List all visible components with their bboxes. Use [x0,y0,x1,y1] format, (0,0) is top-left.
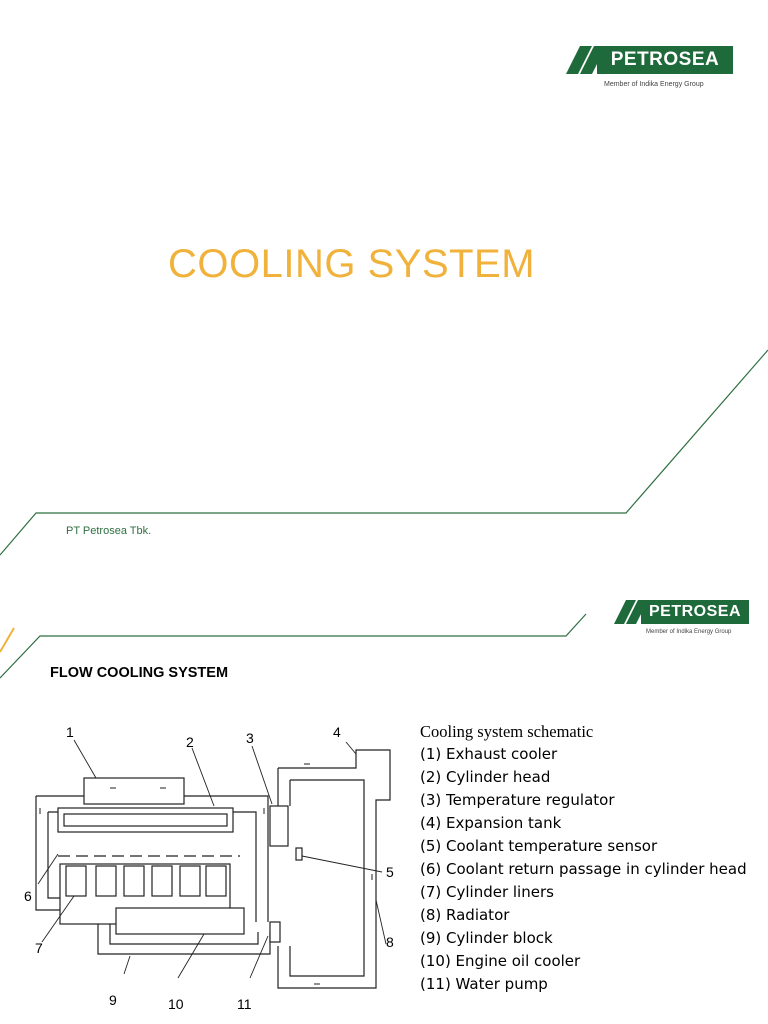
logo-wordmark: PETROSEA [641,600,749,624]
coolant-temperature-sensor [295,847,303,861]
callout-6: 6 [24,888,32,904]
temperature-regulator [269,805,289,847]
engine-oil-cooler [115,907,245,935]
legend-item: (10) Engine oil cooler [420,952,581,970]
callout-7: 7 [35,940,43,956]
exhaust-cooler [83,777,185,805]
cooling-schematic-diagram [35,739,391,989]
decor-line [0,613,587,679]
content-slide: PETROSEA Member of Indika Energy Group F… [0,574,768,1024]
decor-line [0,349,768,556]
callout-leaders [37,739,387,979]
flow-arrows [39,763,373,985]
decor-accent [0,627,15,653]
callout-11: 11 [237,996,252,1012]
legend-item: (9) Cylinder block [420,929,553,947]
logo-tagline: Member of Indika Energy Group [646,629,732,635]
callout-1: 1 [66,724,74,740]
callout-10: 10 [168,996,184,1012]
callout-9: 9 [109,992,117,1008]
water-pump [269,921,281,943]
section-heading: FLOW COOLING SYSTEM [50,665,229,681]
title-slide: PETROSEA Member of Indika Energy Group C… [0,46,768,556]
legend-item: (4) Expansion tank [420,814,562,832]
logo-tagline: Member of Indika Energy Group [604,81,704,88]
legend-item: (7) Cylinder liners [420,883,554,901]
schematic-legend: Cooling system schematic (1) Exhaust coo… [420,720,747,996]
callout-8: 8 [386,934,394,950]
radiator-loop [277,749,391,989]
legend-item: (2) Cylinder head [420,768,551,786]
callout-4: 4 [333,724,341,740]
slide-title: COOLING SYSTEM [168,242,536,286]
company-name: PT Petrosea Tbk. [66,525,152,537]
legend-item: (3) Temperature regulator [420,791,615,809]
legend-item: (1) Exhaust cooler [420,745,558,763]
legend-item: (11) Water pump [420,975,548,993]
legend-heading: Cooling system schematic [420,722,594,741]
logo-wordmark: PETROSEA [597,46,733,74]
legend-item: (6) Coolant return passage in cylinder h… [420,860,747,878]
legend-item: (5) Coolant temperature sensor [420,837,658,855]
callout-3: 3 [246,730,254,746]
cylinder-liners [65,865,227,897]
legend-item: (8) Radiator [420,906,510,924]
callout-5: 5 [386,864,394,880]
callout-2: 2 [186,734,194,750]
